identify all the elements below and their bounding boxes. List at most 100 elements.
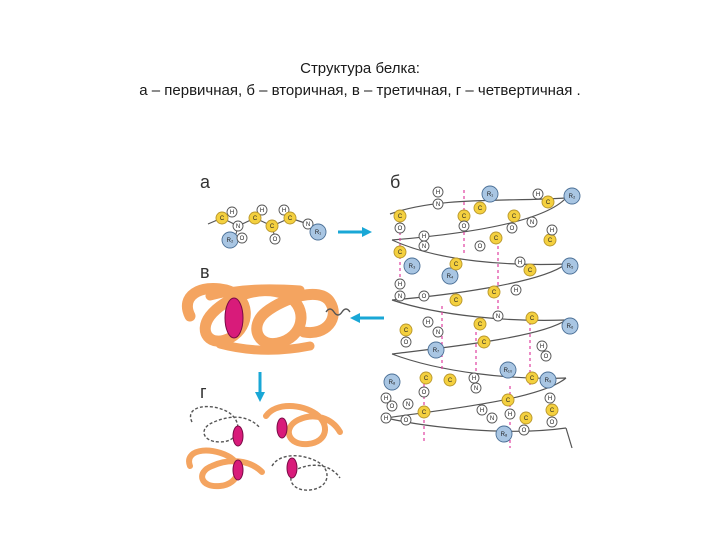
- o-atom: O: [458, 220, 470, 232]
- o-atom: O: [400, 336, 412, 348]
- o-atom: O: [400, 414, 412, 426]
- c-atom: C: [393, 245, 407, 259]
- o-atom: O: [546, 416, 558, 428]
- c-atom: C: [419, 371, 433, 385]
- heme-group: [286, 457, 298, 479]
- atom-label: N: [398, 294, 402, 300]
- atom-label: N: [406, 402, 410, 408]
- r-group: R₃: [403, 257, 421, 275]
- heme-group: [232, 459, 244, 481]
- h-atom: H: [546, 224, 558, 236]
- o-atom: O: [474, 240, 486, 252]
- c-atom: C: [449, 293, 463, 307]
- atom-label: N: [306, 222, 310, 228]
- c-atom: C: [473, 201, 487, 215]
- atom-label: R₄: [447, 274, 454, 280]
- c-atom: C: [449, 257, 463, 271]
- atom-label: H: [282, 208, 286, 214]
- atom-label: O: [422, 294, 427, 300]
- protein-structure-figure: а б в г: [180, 166, 600, 510]
- o-atom: O: [269, 233, 281, 245]
- c-atom: C: [399, 323, 413, 337]
- r-group: R₁₀: [499, 361, 517, 379]
- h-atom: H: [544, 392, 556, 404]
- r-group: R₈: [383, 373, 401, 391]
- o-atom: O: [236, 232, 248, 244]
- atom-label: H: [260, 208, 264, 214]
- h-atom: H: [536, 340, 548, 352]
- c-atom: C: [393, 209, 407, 223]
- atom-label: C: [512, 214, 517, 220]
- atom-label: O: [462, 224, 467, 230]
- atom-label: H: [230, 210, 234, 216]
- h-atom: H: [226, 206, 238, 218]
- atom-label: C: [398, 214, 403, 220]
- caption-legend: а – первичная, б – вторичная, в – третич…: [139, 82, 581, 99]
- atom-label: O: [522, 428, 527, 434]
- atom-label: O: [510, 226, 515, 232]
- atom-label: H: [384, 396, 388, 402]
- atom-label: R₆: [567, 324, 574, 330]
- quaternary-structure-panel: [186, 403, 343, 491]
- atom-label: C: [546, 200, 551, 206]
- tertiary-structure-panel: [182, 283, 351, 355]
- r-group: R₆: [561, 317, 579, 335]
- n-atom: N: [492, 310, 504, 322]
- c-atom: C: [417, 405, 431, 419]
- atom-label: R₁₀: [504, 368, 513, 374]
- atom-label: C: [550, 408, 555, 414]
- subunit-chain: [186, 447, 265, 490]
- c-atom: C: [489, 231, 503, 245]
- c-atom: C: [457, 209, 471, 223]
- c-atom: C: [265, 219, 279, 233]
- atom-label: R₈: [389, 380, 396, 386]
- atom-label: R₃: [409, 264, 416, 270]
- atom-label: R₅: [567, 264, 574, 270]
- atom-label: C: [482, 340, 487, 346]
- c-atom: C: [215, 211, 229, 225]
- c-atom: C: [248, 211, 262, 225]
- r-group: R₁: [481, 185, 499, 203]
- protein-structure-diagram: а б в г: [182, 172, 581, 491]
- subunit-outline: [271, 455, 341, 491]
- n-atom: N: [470, 382, 482, 394]
- atom-label: H: [518, 260, 522, 266]
- atom-label: N: [436, 202, 440, 208]
- helix-coil: [325, 308, 351, 316]
- n-atom: N: [526, 216, 538, 228]
- c-atom: C: [283, 211, 297, 225]
- n-atom: N: [432, 326, 444, 338]
- h-atom: H: [510, 284, 522, 296]
- panel-label-a: а: [200, 172, 211, 192]
- atom-label: O: [398, 226, 403, 232]
- atom-label: N: [422, 244, 426, 250]
- h-atom: H: [256, 204, 268, 216]
- atom-label: R₁: [487, 192, 493, 198]
- atom-label: R₂: [227, 238, 234, 244]
- tertiary-chain: [182, 283, 339, 350]
- atom-label: H: [422, 234, 426, 240]
- atom-label: R₉: [545, 378, 552, 384]
- atom-label: R₂: [569, 194, 576, 200]
- atom-label: H: [426, 320, 430, 326]
- atom-label: C: [270, 224, 275, 230]
- r-group: R₁: [309, 223, 327, 241]
- n-atom: N: [418, 240, 430, 252]
- r-group: R₈: [495, 425, 513, 443]
- atom-label: H: [536, 192, 540, 198]
- atom-label: R₁: [315, 230, 321, 236]
- h-atom: H: [514, 256, 526, 268]
- o-atom: O: [540, 350, 552, 362]
- r-group: R₄: [441, 267, 459, 285]
- atom-label: N: [436, 330, 440, 336]
- atom-label: O: [404, 340, 409, 346]
- atom-label: C: [530, 316, 535, 322]
- atom-label: N: [474, 386, 478, 392]
- atom-label: O: [422, 390, 427, 396]
- atom-label: H: [398, 282, 402, 288]
- h-atom: H: [278, 204, 290, 216]
- atom-label: H: [480, 408, 484, 414]
- o-atom: O: [518, 424, 530, 436]
- atom-label: O: [273, 237, 278, 243]
- atom-label: C: [492, 290, 497, 296]
